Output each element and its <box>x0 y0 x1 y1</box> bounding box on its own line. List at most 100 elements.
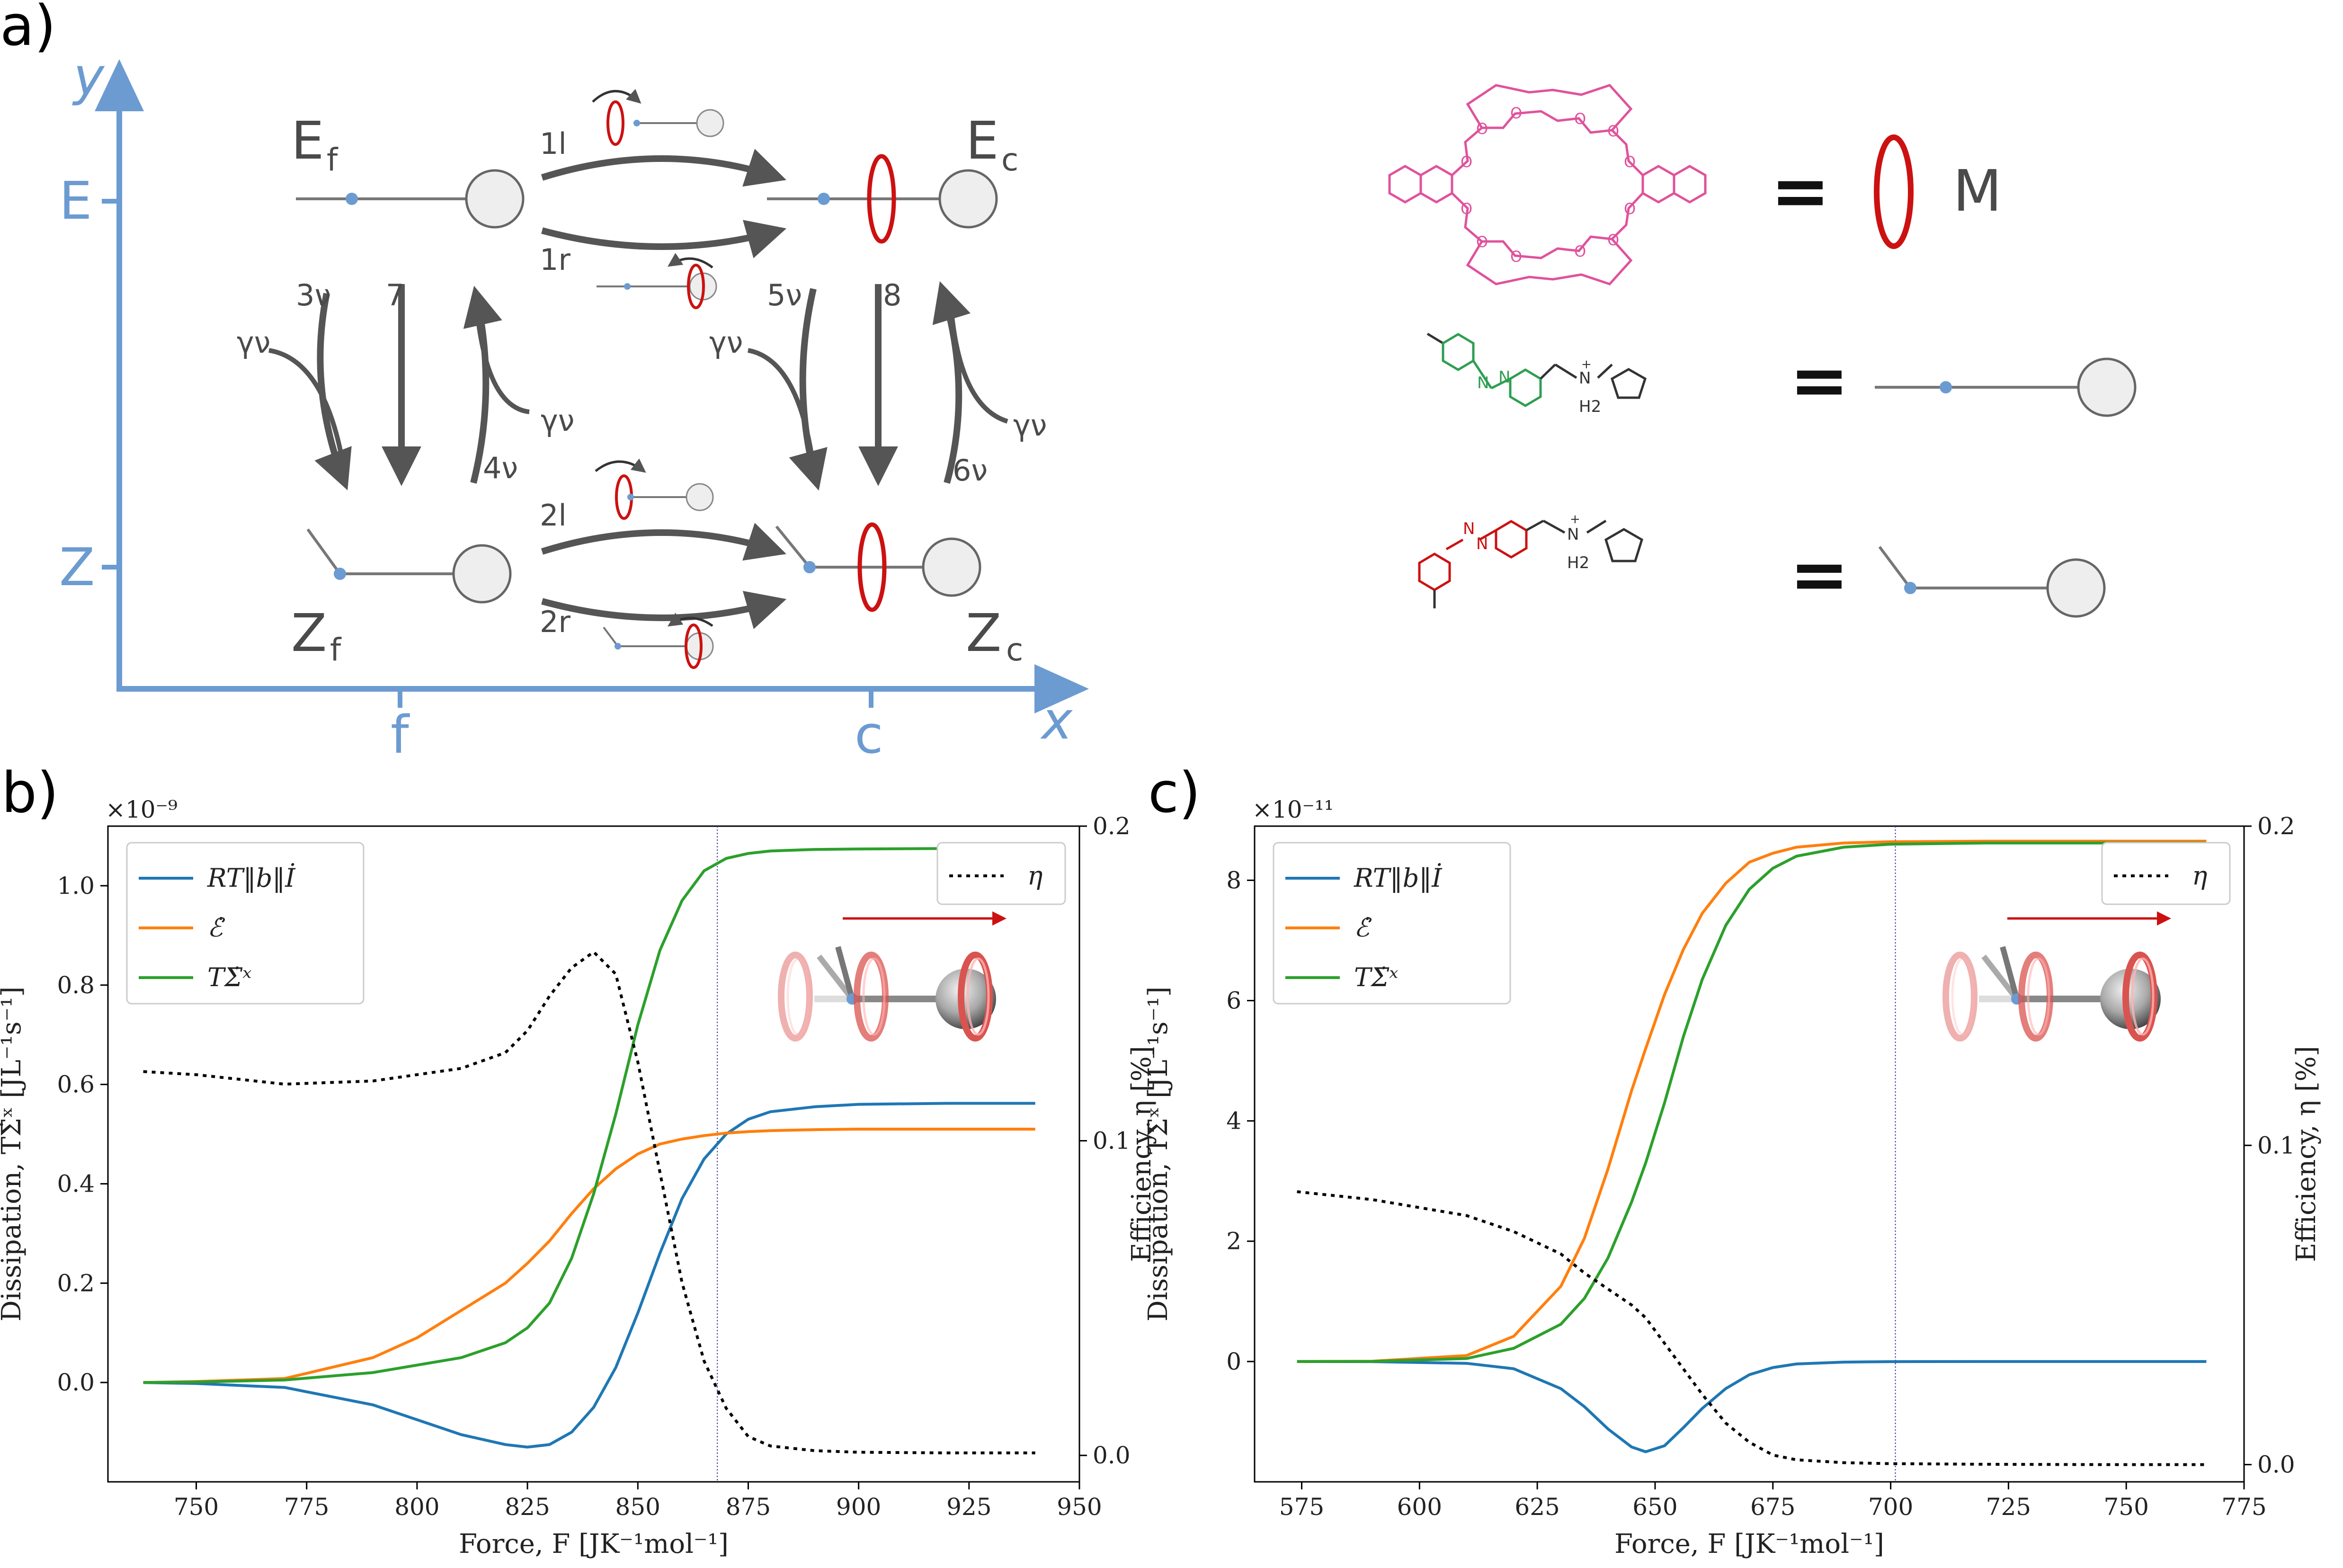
svg-text:O: O <box>1607 231 1619 249</box>
svg-text:N: N <box>1477 374 1489 392</box>
series-line-c <box>1297 841 2207 1363</box>
legend-label-c: TΣ̇ˣ <box>1354 962 1398 992</box>
state-zc-rotaxane <box>775 522 981 612</box>
x-tick-label-b: 900 <box>836 1493 881 1521</box>
mini-icon-1l <box>592 89 724 146</box>
y-tick-label-c: 6 <box>1226 987 1241 1014</box>
svg-text:O: O <box>1461 200 1472 218</box>
state-zc-label: Z <box>966 603 1001 663</box>
svg-text:O: O <box>1510 248 1522 266</box>
arrow-1r <box>541 220 787 258</box>
gamma-6v-label: γν <box>1013 408 1047 443</box>
gamma-4v-label: γν <box>541 403 574 438</box>
x-tick-label-c: 575 <box>1279 1493 1324 1521</box>
y2-tick-label-b: 0.2 <box>1093 812 1131 840</box>
gamma-3v-label: γν <box>237 325 270 360</box>
x-axis-label-c: Force, F [JK⁻¹mol⁻¹] <box>1614 1529 1884 1559</box>
y-tick-label-c: 8 <box>1226 866 1241 894</box>
reaction-3v-label: 3ν <box>296 278 331 312</box>
y2-axis-label-b: Efficiency, η [%] <box>1126 1046 1157 1262</box>
state-ef-subscript: f <box>327 142 339 178</box>
z-thread-structure <box>1418 519 1643 608</box>
panel-label-c: c) <box>1148 760 1201 825</box>
svg-text:O: O <box>1476 233 1488 251</box>
b-ring-start <box>778 952 813 1042</box>
y-tick-label-b: 0.0 <box>57 1369 95 1396</box>
svg-text:O: O <box>1607 122 1619 140</box>
y-axis-label-c: Dissipation, TΣ̇ˣ [JL⁻¹s⁻¹] <box>1143 987 1174 1322</box>
y-tick-label-b: 0.6 <box>57 1071 95 1098</box>
macrocycle-label: M <box>1953 159 2002 224</box>
series-line-b <box>143 1102 1035 1449</box>
series-line-c <box>1297 839 2207 1363</box>
c-ring-mid-highlight <box>2027 957 2050 1036</box>
x-tick-label-c: 675 <box>1750 1493 1795 1521</box>
c-ring-start-highlight <box>1951 957 1975 1036</box>
c-ring-start <box>1942 952 1978 1042</box>
legend-box-c <box>1273 842 1511 1005</box>
x-tick-label-b: 850 <box>615 1493 660 1521</box>
state-ec-rotaxane <box>767 154 998 244</box>
legend-box-b <box>126 842 365 1005</box>
macrocycle-oxygen-labels: OO OO OO OO OO OO <box>1461 104 1636 266</box>
x-axis-label: x <box>1040 690 1073 751</box>
e-thread-atom-labels: N N N H2 + <box>1477 357 1601 416</box>
arrow-4v <box>463 285 502 484</box>
photon-6v <box>949 312 1008 424</box>
equals-macrocycle: = <box>1771 150 1830 232</box>
mini-icon-1r <box>597 253 717 309</box>
macrocycle-structure <box>1388 84 1707 285</box>
state-zf-subscript: f <box>330 632 342 668</box>
state-zf-thread <box>306 528 512 604</box>
x-tick-label-c: 625 <box>1514 1493 1559 1521</box>
photon-5v <box>748 348 817 474</box>
b-switch-arm <box>835 946 855 1000</box>
b-ring-start-highlight <box>786 957 810 1036</box>
y-tick-label-z: Z <box>59 537 95 597</box>
svg-text:+: + <box>1581 357 1592 372</box>
c-switch-arm <box>2000 946 2020 1000</box>
svg-text:N: N <box>1463 519 1475 538</box>
svg-text:O: O <box>1476 120 1488 138</box>
reaction-7-label: 7 <box>386 278 404 312</box>
x-tick-label-c: 750 <box>2103 1493 2148 1521</box>
y-tick-label-c: 0 <box>1226 1348 1241 1375</box>
x-tick-label-c: 700 <box>1868 1493 1913 1521</box>
y-axis-label: y <box>72 46 105 107</box>
legend-label-b: ℰ̇ <box>207 913 225 943</box>
e-thread-symbol <box>1875 357 2137 417</box>
svg-text:O: O <box>1461 153 1472 171</box>
series-line-b <box>143 950 1035 1454</box>
y-tick-label-b: 1.0 <box>57 872 95 900</box>
y-tick-label-b: 0.4 <box>57 1170 95 1197</box>
b-switch-arm-faded <box>817 954 855 1001</box>
svg-text:N: N <box>1579 369 1591 388</box>
svg-text:N: N <box>1567 525 1579 544</box>
arrow-6v <box>932 281 971 484</box>
x-tick-label-b: 925 <box>946 1493 991 1521</box>
x-tick-label-b: 800 <box>394 1493 439 1521</box>
z-thread-atom-labels: N N N H2 + <box>1463 512 1589 572</box>
series-line-c <box>1297 1190 2207 1466</box>
x-axis-arrowhead <box>1034 664 1089 713</box>
x-tick-label-c: 650 <box>1632 1493 1677 1521</box>
y-tick-label-b: 0.8 <box>57 971 95 999</box>
arrow-1l <box>541 149 786 187</box>
panel-a-label: a) <box>0 0 56 58</box>
x-tick-label-b: 825 <box>505 1493 550 1521</box>
reaction-6v-label: 6ν <box>953 453 988 488</box>
b-ring-end-highlight <box>966 957 990 1036</box>
offset-label-c: ×10⁻¹¹ <box>1252 796 1334 823</box>
svg-text:O: O <box>1574 242 1586 260</box>
legend-label-eta-c: η <box>2192 861 2207 891</box>
y2-tick-label-b: 0.1 <box>1093 1127 1131 1155</box>
state-ec-label: E <box>966 110 999 171</box>
y-axis-label-b: Dissipation, TΣ̇ˣ [JL⁻¹s⁻¹] <box>0 987 27 1322</box>
panel-label-b: b) <box>1 760 59 825</box>
series-line-b <box>143 847 1035 1384</box>
y-tick-label-b: 0.2 <box>57 1269 95 1297</box>
reaction-1l-label: 1l <box>540 126 567 161</box>
svg-text:O: O <box>1574 110 1586 128</box>
state-zf-label: Z <box>291 603 327 663</box>
